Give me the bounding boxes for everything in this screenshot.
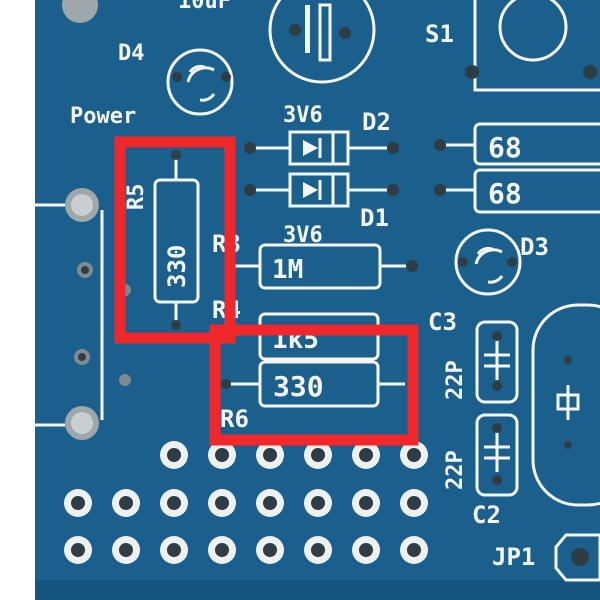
label-c3: C3	[428, 308, 457, 336]
label-r6-value: 330	[273, 370, 324, 403]
board-edge-shade	[35, 580, 600, 600]
pad-hole	[71, 543, 85, 557]
diode-d1	[244, 172, 399, 208]
prototype-pad-grid	[64, 441, 428, 564]
label-jp1: JP1	[492, 543, 535, 571]
resistor-r4: 1k5	[258, 312, 380, 361]
pad-hole	[407, 448, 421, 462]
label-r3-value: 1M	[272, 255, 303, 285]
pad-hole	[311, 496, 325, 510]
pad-hole	[359, 543, 373, 557]
crystal	[531, 303, 600, 507]
label-r5-value: 330	[163, 245, 191, 288]
label-68-a: 68	[488, 131, 522, 164]
label-c2-value: 22P	[443, 450, 468, 490]
jumper-jp1	[554, 533, 600, 582]
pad-hole	[119, 496, 133, 510]
label-d2-value: 3V6	[283, 103, 323, 128]
diode-d2	[244, 130, 399, 166]
pad-hole	[215, 448, 229, 462]
pad-hole	[263, 448, 277, 462]
label-d4: D4	[118, 41, 145, 66]
pad-hole	[167, 496, 181, 510]
resistor-68-a: 68	[434, 122, 600, 166]
pad-hole	[167, 448, 181, 462]
label-d2: D2	[362, 108, 391, 136]
pad-hole	[263, 496, 277, 510]
label-r5: R5	[124, 184, 149, 211]
highlight-box-r6	[209, 324, 419, 446]
pad-hole	[71, 496, 85, 510]
pad-hole	[215, 543, 229, 557]
switch-s1	[465, 0, 600, 92]
label-power: Power	[70, 104, 136, 129]
resistor-r5: 330	[153, 150, 200, 330]
pad-hole	[167, 543, 181, 557]
pad-hole	[359, 496, 373, 510]
pad-hole	[263, 543, 277, 557]
label-68-b: 68	[488, 177, 522, 210]
pad-hole	[407, 496, 421, 510]
pad-hole	[359, 448, 373, 462]
label-d3: D3	[520, 233, 549, 261]
pad-hole	[311, 448, 325, 462]
pad-hole	[407, 543, 421, 557]
resistor-r3: 1M	[225, 243, 418, 290]
pad-hole	[311, 543, 325, 557]
capacitor-c2	[475, 413, 519, 497]
led-d4	[166, 48, 234, 116]
capacitor-c3	[475, 320, 519, 404]
label-r6: R6	[220, 405, 249, 433]
resistor-r6: 330	[221, 360, 405, 408]
led-d3	[454, 228, 522, 296]
resistor-68-b: 68	[434, 168, 600, 214]
label-s1: S1	[425, 20, 454, 48]
pad-hole	[119, 543, 133, 557]
label-d1: D1	[360, 204, 389, 232]
pad-hole	[215, 496, 229, 510]
label-c2: C2	[472, 501, 501, 529]
label-c-top: 10uF	[178, 0, 231, 14]
electrolytic-capacitor	[268, 0, 376, 84]
highlight-box-r5	[114, 136, 236, 344]
label-c3-value: 22P	[443, 360, 468, 400]
